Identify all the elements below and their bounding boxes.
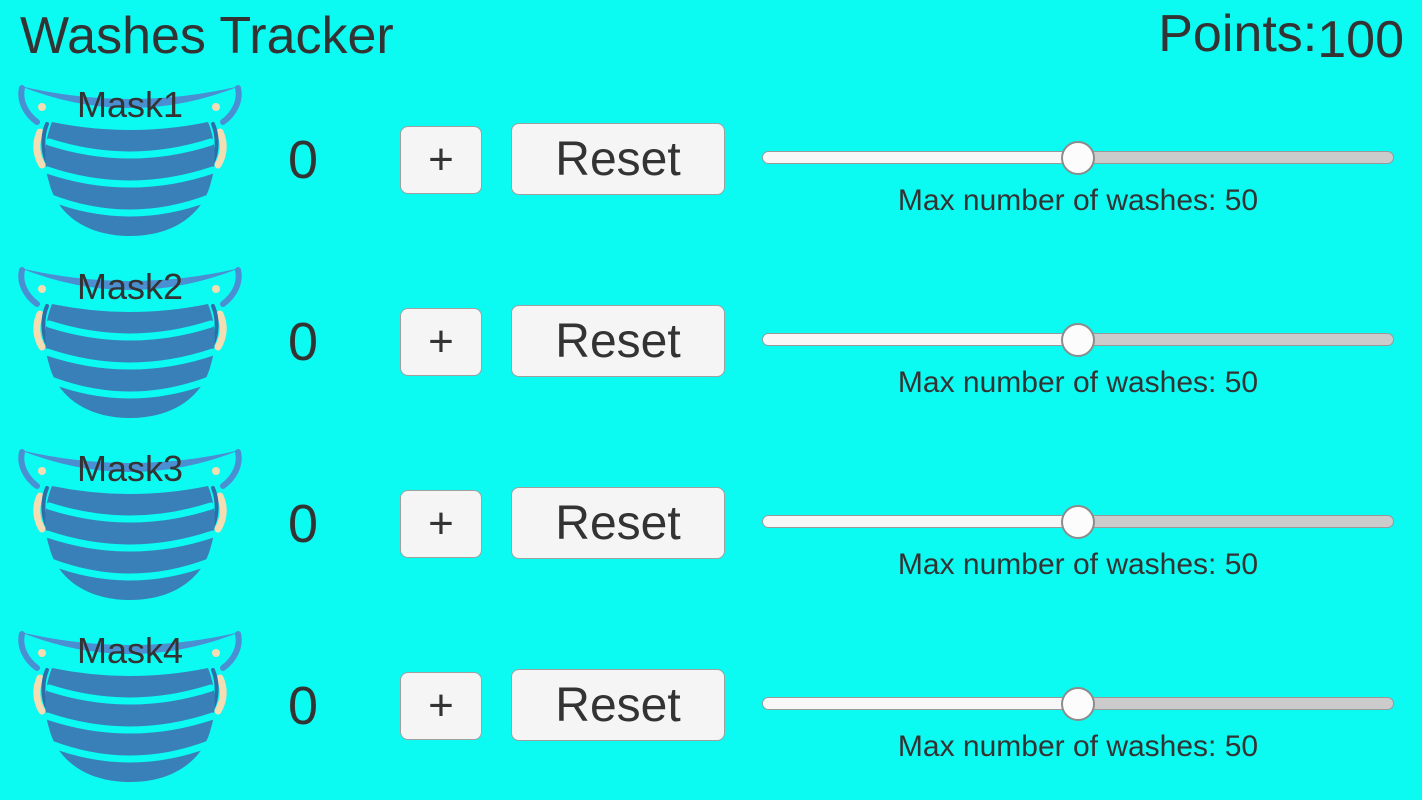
mask-image: Mask2 bbox=[18, 260, 242, 434]
max-washes-slider[interactable] bbox=[762, 322, 1394, 357]
max-washes-label: Max number of washes: 50 bbox=[897, 366, 1259, 399]
mask-row: Mask1 0 + Reset Max number of washes: 50 bbox=[0, 78, 1422, 260]
slider-thumb[interactable] bbox=[1061, 322, 1095, 357]
slider-track-clip bbox=[763, 334, 1393, 345]
increment-button[interactable]: + bbox=[400, 672, 482, 740]
max-washes-label: Max number of washes: 50 bbox=[897, 730, 1259, 763]
slider-track-clip bbox=[763, 698, 1393, 709]
max-washes-slider-group: Max number of washes: 50 bbox=[762, 78, 1394, 218]
wash-count: 0 bbox=[287, 312, 319, 372]
face-mask-icon bbox=[18, 631, 242, 782]
wash-count: 0 bbox=[287, 676, 319, 736]
face-mask-icon bbox=[18, 85, 242, 236]
slider-fill bbox=[763, 152, 1078, 163]
points-value: 100 bbox=[1317, 11, 1404, 69]
slider-thumb[interactable] bbox=[1061, 504, 1095, 539]
slider-track-clip bbox=[763, 516, 1393, 527]
max-washes-label: Max number of washes: 50 bbox=[897, 548, 1259, 581]
max-washes-slider[interactable] bbox=[762, 504, 1394, 539]
page-title: Washes Tracker bbox=[20, 7, 394, 65]
wash-count: 0 bbox=[287, 130, 319, 190]
mask-image: Mask1 bbox=[18, 78, 242, 252]
increment-button[interactable]: + bbox=[400, 308, 482, 376]
max-washes-slider-group: Max number of washes: 50 bbox=[762, 260, 1394, 400]
mask-rows: Mask1 0 + Reset Max number of washes: 50 bbox=[0, 78, 1422, 800]
mask-label: Mask4 bbox=[76, 630, 184, 671]
reset-button[interactable]: Reset bbox=[511, 123, 725, 195]
slider-fill bbox=[763, 516, 1078, 527]
max-washes-slider[interactable] bbox=[762, 140, 1394, 175]
mask-row: Mask3 0 + Reset Max number of washes: 50 bbox=[0, 442, 1422, 624]
face-mask-icon bbox=[18, 267, 242, 418]
max-washes-slider[interactable] bbox=[762, 686, 1394, 721]
mask-row: Mask2 0 + Reset Max number of washes: 50 bbox=[0, 260, 1422, 442]
wash-count: 0 bbox=[287, 494, 319, 554]
slider-fill bbox=[763, 334, 1078, 345]
reset-button[interactable]: Reset bbox=[511, 305, 725, 377]
mask-label: Mask3 bbox=[76, 448, 184, 489]
mask-label: Mask1 bbox=[76, 84, 184, 125]
increment-button[interactable]: + bbox=[400, 490, 482, 558]
mask-image: Mask4 bbox=[18, 624, 242, 798]
points-label: Points: bbox=[1158, 5, 1318, 63]
max-washes-slider-group: Max number of washes: 50 bbox=[762, 442, 1394, 582]
mask-label: Mask2 bbox=[76, 266, 184, 307]
mask-row: Mask4 0 + Reset Max number of washes: 50 bbox=[0, 624, 1422, 800]
slider-track-clip bbox=[763, 152, 1393, 163]
max-washes-label: Max number of washes: 50 bbox=[897, 184, 1259, 217]
points-display: Points:100 bbox=[1158, 4, 1404, 69]
slider-thumb[interactable] bbox=[1061, 686, 1095, 721]
max-washes-slider-group: Max number of washes: 50 bbox=[762, 624, 1394, 764]
reset-button[interactable]: Reset bbox=[511, 669, 725, 741]
slider-thumb[interactable] bbox=[1061, 140, 1095, 175]
reset-button[interactable]: Reset bbox=[511, 487, 725, 559]
mask-image: Mask3 bbox=[18, 442, 242, 616]
face-mask-icon bbox=[18, 449, 242, 600]
slider-fill bbox=[763, 698, 1078, 709]
increment-button[interactable]: + bbox=[400, 126, 482, 194]
